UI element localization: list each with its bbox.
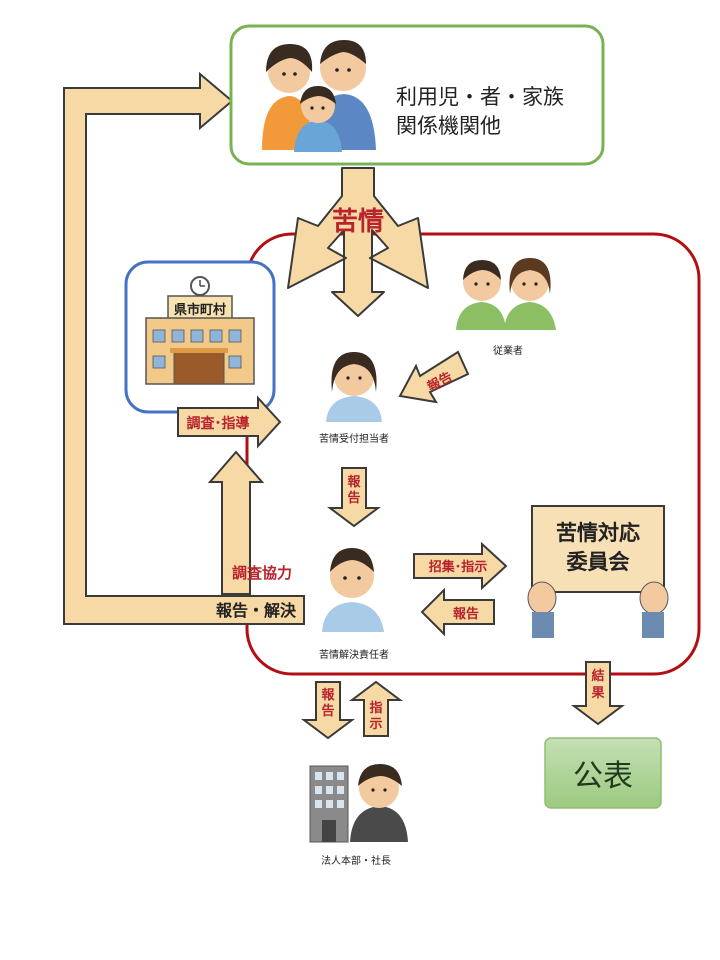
city-office-building-icon <box>145 276 255 385</box>
instruct-from-hq-label-1: 指 <box>369 700 382 716</box>
complaint-arrow <box>287 167 429 317</box>
employees-label: 従業者 <box>493 344 523 357</box>
employees-icon <box>456 258 556 330</box>
result-label-1: 結 <box>591 668 604 684</box>
report-resolution-label: 報告・解決 <box>216 601 297 620</box>
convene-instruct-label: 招集･指示 <box>429 559 488 575</box>
report-down-arrow <box>327 467 381 528</box>
headquarters-icon <box>309 764 408 843</box>
investigation-guidance-arrow <box>177 395 282 449</box>
organization-boundary <box>245 232 701 676</box>
report-to-hq-label-2: 告 <box>321 703 334 719</box>
result-label-2: 果 <box>590 686 604 701</box>
employee-report-arrow <box>398 350 470 404</box>
committee-report-arrow <box>420 587 495 637</box>
return-arrow <box>63 71 305 625</box>
publication-box <box>544 737 662 809</box>
report-down-label-1: 報 <box>347 474 361 490</box>
instruct-from-hq-arrow <box>349 680 403 737</box>
city-office-sign: 県市町村 <box>174 302 226 318</box>
resolver-icon <box>322 548 384 632</box>
investigation-guidance-label: 調査･指導 <box>187 415 250 432</box>
committee-board <box>527 505 669 638</box>
committee-board-line1: 苦情対応 <box>556 521 640 545</box>
receptionist-label: 苦情受付担当者 <box>319 432 389 445</box>
report-to-hq-label-1: 報 <box>321 687 335 703</box>
report-down-label-2: 告 <box>347 490 360 506</box>
resolver-label: 苦情解決責任者 <box>319 648 389 661</box>
receptionist-icon <box>326 352 382 422</box>
publication-label: 公表 <box>573 759 633 794</box>
family-label-line2: 関係機関他 <box>396 114 501 138</box>
instruct-from-hq-label-2: 示 <box>369 717 382 732</box>
committee-board-line2: 委員会 <box>566 550 630 574</box>
family-icon <box>262 40 376 152</box>
family-label-line1: 利用児・者・家族 <box>396 85 564 109</box>
result-arrow <box>571 661 625 726</box>
investigation-cooperation-label: 調査協力 <box>232 564 292 582</box>
report-to-hq-arrow <box>301 681 355 740</box>
committee-report-label: 報告 <box>453 606 479 622</box>
investigation-cooperation-arrow <box>207 450 265 595</box>
complaint-label: 苦情 <box>332 207 384 237</box>
hq-label: 法人本部・社長 <box>321 854 391 867</box>
convene-instruct-arrow <box>413 541 508 591</box>
